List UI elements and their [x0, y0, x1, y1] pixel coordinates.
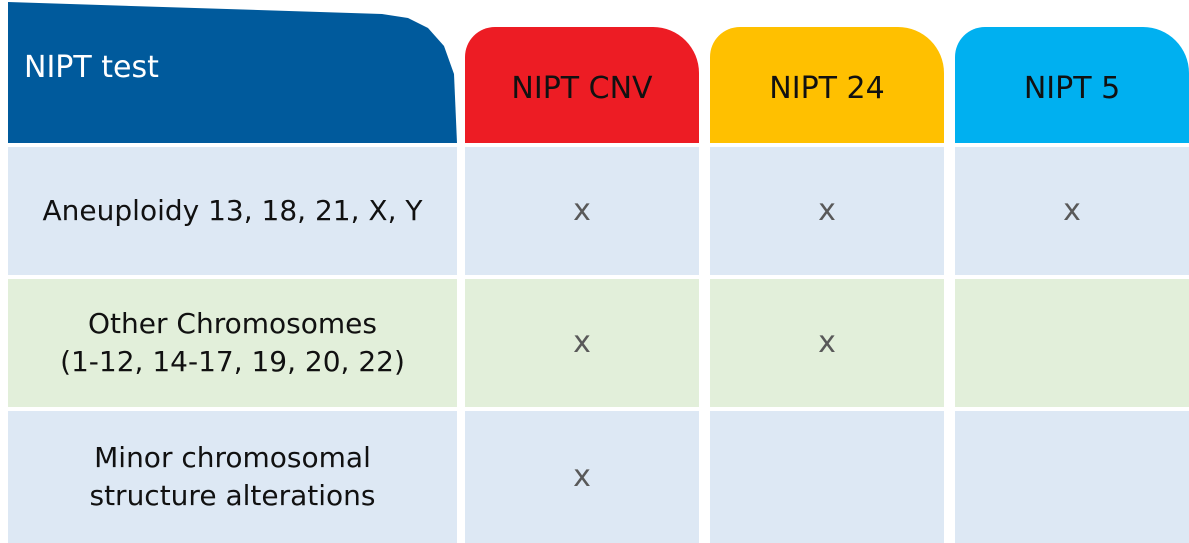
table-cell-mark: [955, 279, 1189, 407]
column-header-label: NIPT CNV: [511, 70, 653, 106]
column-header-nipt-24: NIPT 24: [710, 27, 944, 143]
row-label-other-chromosomes: Other Chromosomes (1-12, 14-17, 19, 20, …: [8, 279, 457, 407]
column-header-nipt-cnv: NIPT CNV: [465, 27, 699, 143]
table-title: NIPT test: [24, 50, 159, 85]
row-label-line: Aneuploidy 13, 18, 21, X, Y: [42, 194, 423, 227]
table-cell-mark: x: [710, 279, 944, 407]
row-label-aneuploidy: Aneuploidy 13, 18, 21, X, Y: [8, 147, 457, 275]
column-header-label: NIPT 24: [769, 70, 885, 106]
column-header-label: NIPT 5: [1023, 70, 1121, 106]
row-label-line: structure alterations: [89, 479, 376, 512]
column-header-nipt-5: NIPT 5: [955, 27, 1189, 143]
table-cell-mark: x: [465, 279, 699, 407]
row-label-line: Minor chromosomal: [94, 441, 371, 474]
table-cell-mark: x: [955, 147, 1189, 275]
check-mark: x: [818, 325, 836, 360]
table-title-header: NIPT test: [8, 2, 457, 143]
check-mark: x: [573, 459, 591, 494]
check-mark: x: [818, 193, 836, 228]
row-label-line: Other Chromosomes: [88, 307, 377, 340]
row-label-line: (1-12, 14-17, 19, 20, 22): [60, 345, 405, 378]
table-cell-mark: x: [465, 147, 699, 275]
table-cell-mark: [955, 411, 1189, 543]
row-label-minor-alterations: Minor chromosomal structure alterations: [8, 411, 457, 543]
check-mark: x: [573, 193, 591, 228]
table-cell-mark: x: [710, 147, 944, 275]
table-cell-mark: [710, 411, 944, 543]
check-mark: x: [1063, 193, 1081, 228]
table-cell-mark: x: [465, 411, 699, 543]
check-mark: x: [573, 325, 591, 360]
